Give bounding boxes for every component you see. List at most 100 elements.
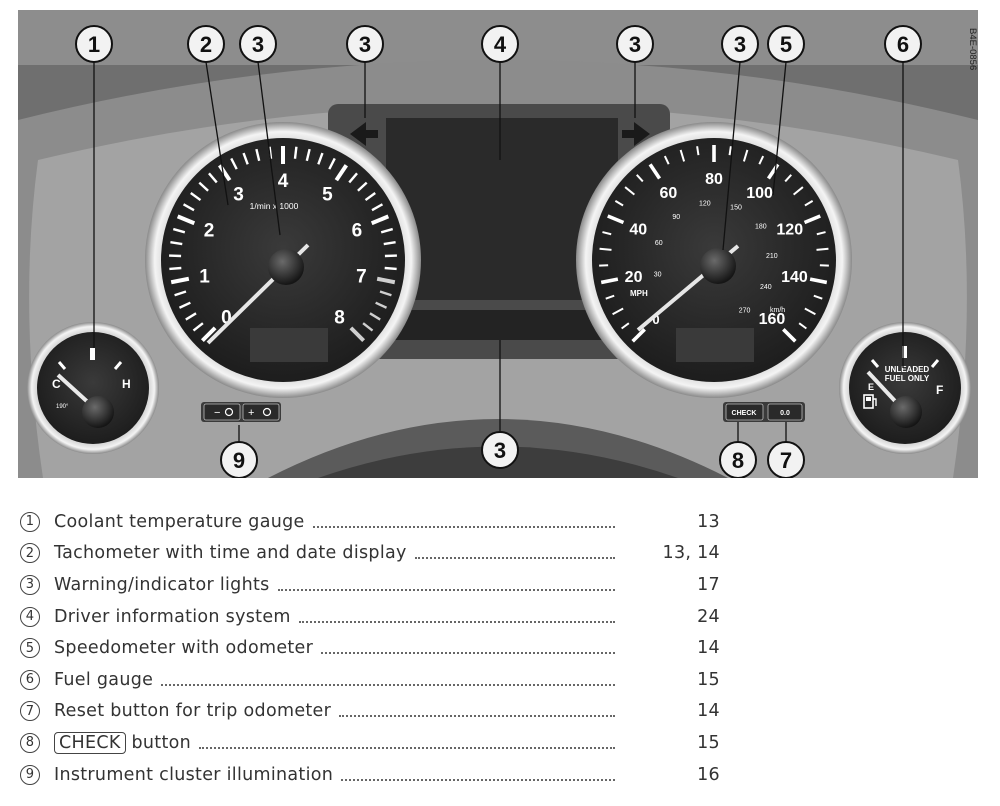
fuel-full-mark: F [936,383,943,397]
speedometer-hub [700,248,736,284]
tachometer-tick [369,312,381,321]
speedometer-tick [679,149,686,162]
illumination-buttons[interactable]: − + [201,402,281,422]
tachometer-number: 4 [278,171,289,192]
speedometer-kmh-number: 150 [730,204,742,211]
tachometer-number: 7 [356,267,367,288]
illumination-minus-button[interactable]: − [214,407,220,419]
coolant-cold-mark: C [52,377,61,391]
tachometer-tick [379,290,392,297]
tachometer-number: 3 [233,184,244,205]
legend-number-badge: 1 [20,511,40,532]
coolant-temperature-gauge: C H 190° [27,322,159,454]
tachometer-tick [328,157,336,170]
leader-dots [339,715,615,718]
leader-dots [341,778,615,781]
speedometer-kmh-number: 30 [654,272,662,279]
tachometer-tick [170,240,183,246]
speedometer-tick [804,200,814,207]
speedometer-mph-unit: MPH [630,289,648,298]
callout-number: 8 [732,448,744,473]
speedometer-tick [728,146,732,156]
speedometer-mph-number: 160 [759,311,786,328]
tachometer-number: 6 [352,220,363,241]
speedometer-mph-number: 140 [781,269,808,286]
speedometer-tick [631,328,646,343]
tachometer-number: 1 [199,267,210,288]
speedometer-tick [648,163,662,180]
speedometer-tick [602,231,612,236]
callout-bubble [481,431,519,469]
right-turn-arrow-icon [622,122,650,146]
legend-label: Reset button for trip odometer [54,701,332,722]
leader-dots [312,525,615,528]
fuel-gauge: UNLEADED FUEL ONLY E F [839,322,971,454]
legend-number-badge: 2 [20,543,40,564]
callout-bubble [187,25,225,63]
speedometer-mph-number: 100 [746,185,773,202]
tachometer-tick [371,203,384,212]
odometer-display [676,328,754,362]
callout-bubble [481,25,519,63]
tachometer-tick [317,152,324,165]
callout-number: 1 [88,32,100,57]
speedometer-tick [621,322,630,330]
callout-number: 3 [252,32,264,57]
callout-number: 3 [359,32,371,57]
speedometer-tick [624,186,636,196]
speedometer-tick [742,149,749,162]
tachometer-hub [268,249,304,285]
legend-number-badge: 8 [20,732,40,753]
callout-bubble [721,25,759,63]
callout-number: 3 [629,32,641,57]
trip-reset-button[interactable]: 0.0 [780,410,790,417]
tachometer-tick [376,276,396,285]
speedometer-tick [599,247,612,251]
speedometer-kmh-number: 240 [760,284,772,291]
legend-page-ref: 15 [697,732,720,753]
tachometer-tick [190,192,202,202]
tachometer-tick [255,148,261,162]
tachometer-tick [293,146,298,159]
speedometer-kmh-unit: km/h [770,307,785,314]
speedometer-tick [614,200,624,207]
speedometer-mph-number: 60 [660,185,678,202]
leader-dots [161,683,615,686]
fuel-pump-icon [863,394,877,409]
legend-label: Coolant temperature gauge [54,511,305,532]
legend-page-ref: 15 [697,669,720,690]
speedometer-tick [758,155,765,165]
legend-page-ref: 16 [697,764,720,785]
legend-number-badge: 3 [20,574,40,595]
speedometer-mph-number: 20 [625,269,643,286]
tachometer-tick [182,203,195,212]
legend-number-badge: 5 [20,638,40,659]
speedometer-kmh-number: 90 [672,214,680,221]
speedometer-kmh-number: 60 [655,240,663,247]
speedometer-mph-number: 80 [705,171,723,188]
coolant-hot-mark: H [122,377,131,391]
tachometer-tick [169,266,182,271]
speedometer-mph-number: 0 [652,312,659,327]
tachometer-tick [349,326,366,343]
speedometer-tick [798,322,807,330]
coolant-temp-label: 190° [56,404,69,410]
check-button[interactable]: CHECK [732,410,757,417]
speedometer-kmh-number: 270 [739,307,751,314]
illumination-plus-button[interactable]: + [248,407,254,419]
leader-dots [199,746,615,749]
check-and-reset-buttons[interactable]: CHECK 0.0 [723,402,805,422]
callout-number: 3 [734,32,746,57]
callout-number: 4 [494,32,507,57]
tachometer-tick [170,276,190,285]
callout-bubble [239,25,277,63]
